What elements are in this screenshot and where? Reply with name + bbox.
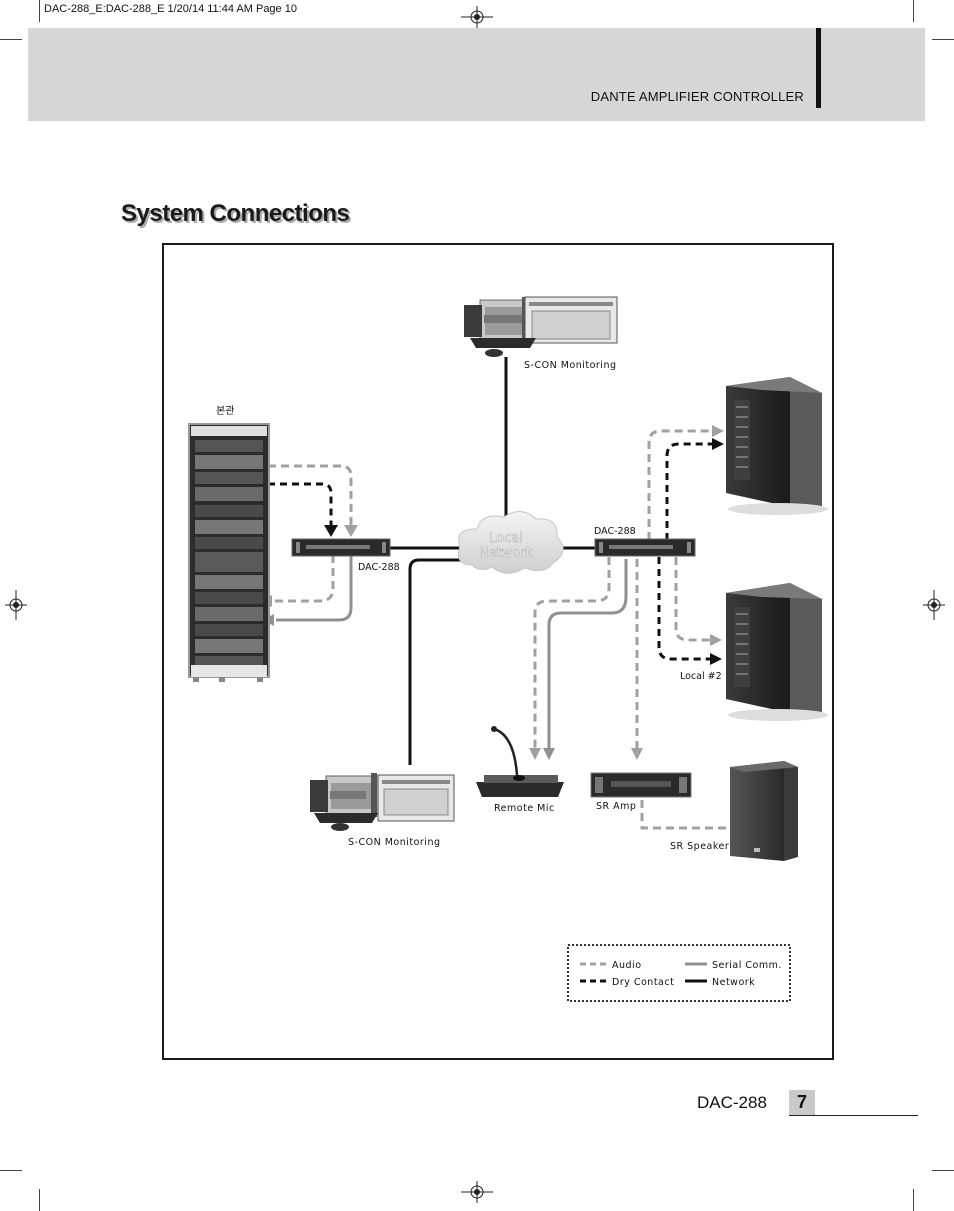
remote-mic xyxy=(476,726,564,797)
section-title: System Connections xyxy=(121,200,350,227)
remote-mic-label: Remote Mic xyxy=(494,803,555,814)
registration-mark-right xyxy=(923,590,945,620)
system-diagram-frame: Local Network S-CON Monitoring 본관 xyxy=(162,243,834,1060)
header-band xyxy=(28,28,925,121)
amplifier-cabinet-2 xyxy=(726,583,828,721)
page-number: 7 xyxy=(789,1090,815,1115)
header-title: DANTE AMPLIFIER CONTROLLER xyxy=(590,89,804,104)
local-network-cloud: Local Network xyxy=(458,511,564,574)
legend-dry-contact: Dry Contact xyxy=(612,977,674,988)
monitoring-bottom-label: S-CON Monitoring xyxy=(348,837,441,848)
legend-audio: Audio xyxy=(612,960,642,971)
footer-model: DAC-288 xyxy=(697,1093,767,1112)
registration-mark-bottom xyxy=(461,1181,493,1203)
legend-network: Network xyxy=(712,977,755,988)
legend-box: Audio Dry Contact Serial Comm. Network xyxy=(567,944,791,1002)
registration-mark-top xyxy=(461,6,493,28)
registration-mark-left xyxy=(5,590,27,620)
monitoring-top-label: S-CON Monitoring xyxy=(524,360,617,371)
local2-label: Local #2 xyxy=(680,671,722,682)
dac-288-right-unit xyxy=(594,538,696,557)
sr-speaker-label: SR Speaker xyxy=(670,841,729,852)
monitoring-station-bottom xyxy=(310,773,455,831)
dac-right-label: DAC-288 xyxy=(594,526,636,537)
cloud-label-network: Network xyxy=(479,546,534,561)
dac-288-left-unit xyxy=(291,538,391,557)
sr-speaker xyxy=(730,761,798,861)
footer-rule xyxy=(789,1115,918,1116)
rack-label: 본관 xyxy=(216,405,234,417)
dac-right-to-devices-connections xyxy=(529,557,727,830)
sr-amp-label: SR Amp xyxy=(596,801,636,812)
print-slug: DAC-288_E:DAC-288_E 1/20/14 11:44 AM Pag… xyxy=(44,3,297,15)
monitoring-station-top xyxy=(464,296,618,357)
sr-amp xyxy=(590,772,692,798)
system-diagram: Local Network S-CON Monitoring 본관 xyxy=(188,296,828,1002)
legend-serial: Serial Comm. xyxy=(712,960,782,971)
cloud-label-local: Local xyxy=(489,531,523,546)
header-accent-bar xyxy=(816,28,821,108)
equipment-rack xyxy=(188,423,270,682)
amplifier-cabinet-1 xyxy=(726,377,828,515)
network-connections xyxy=(390,357,596,765)
dac-right-to-cabinet-connections xyxy=(647,425,724,665)
dac-left-label: DAC-288 xyxy=(358,562,400,573)
